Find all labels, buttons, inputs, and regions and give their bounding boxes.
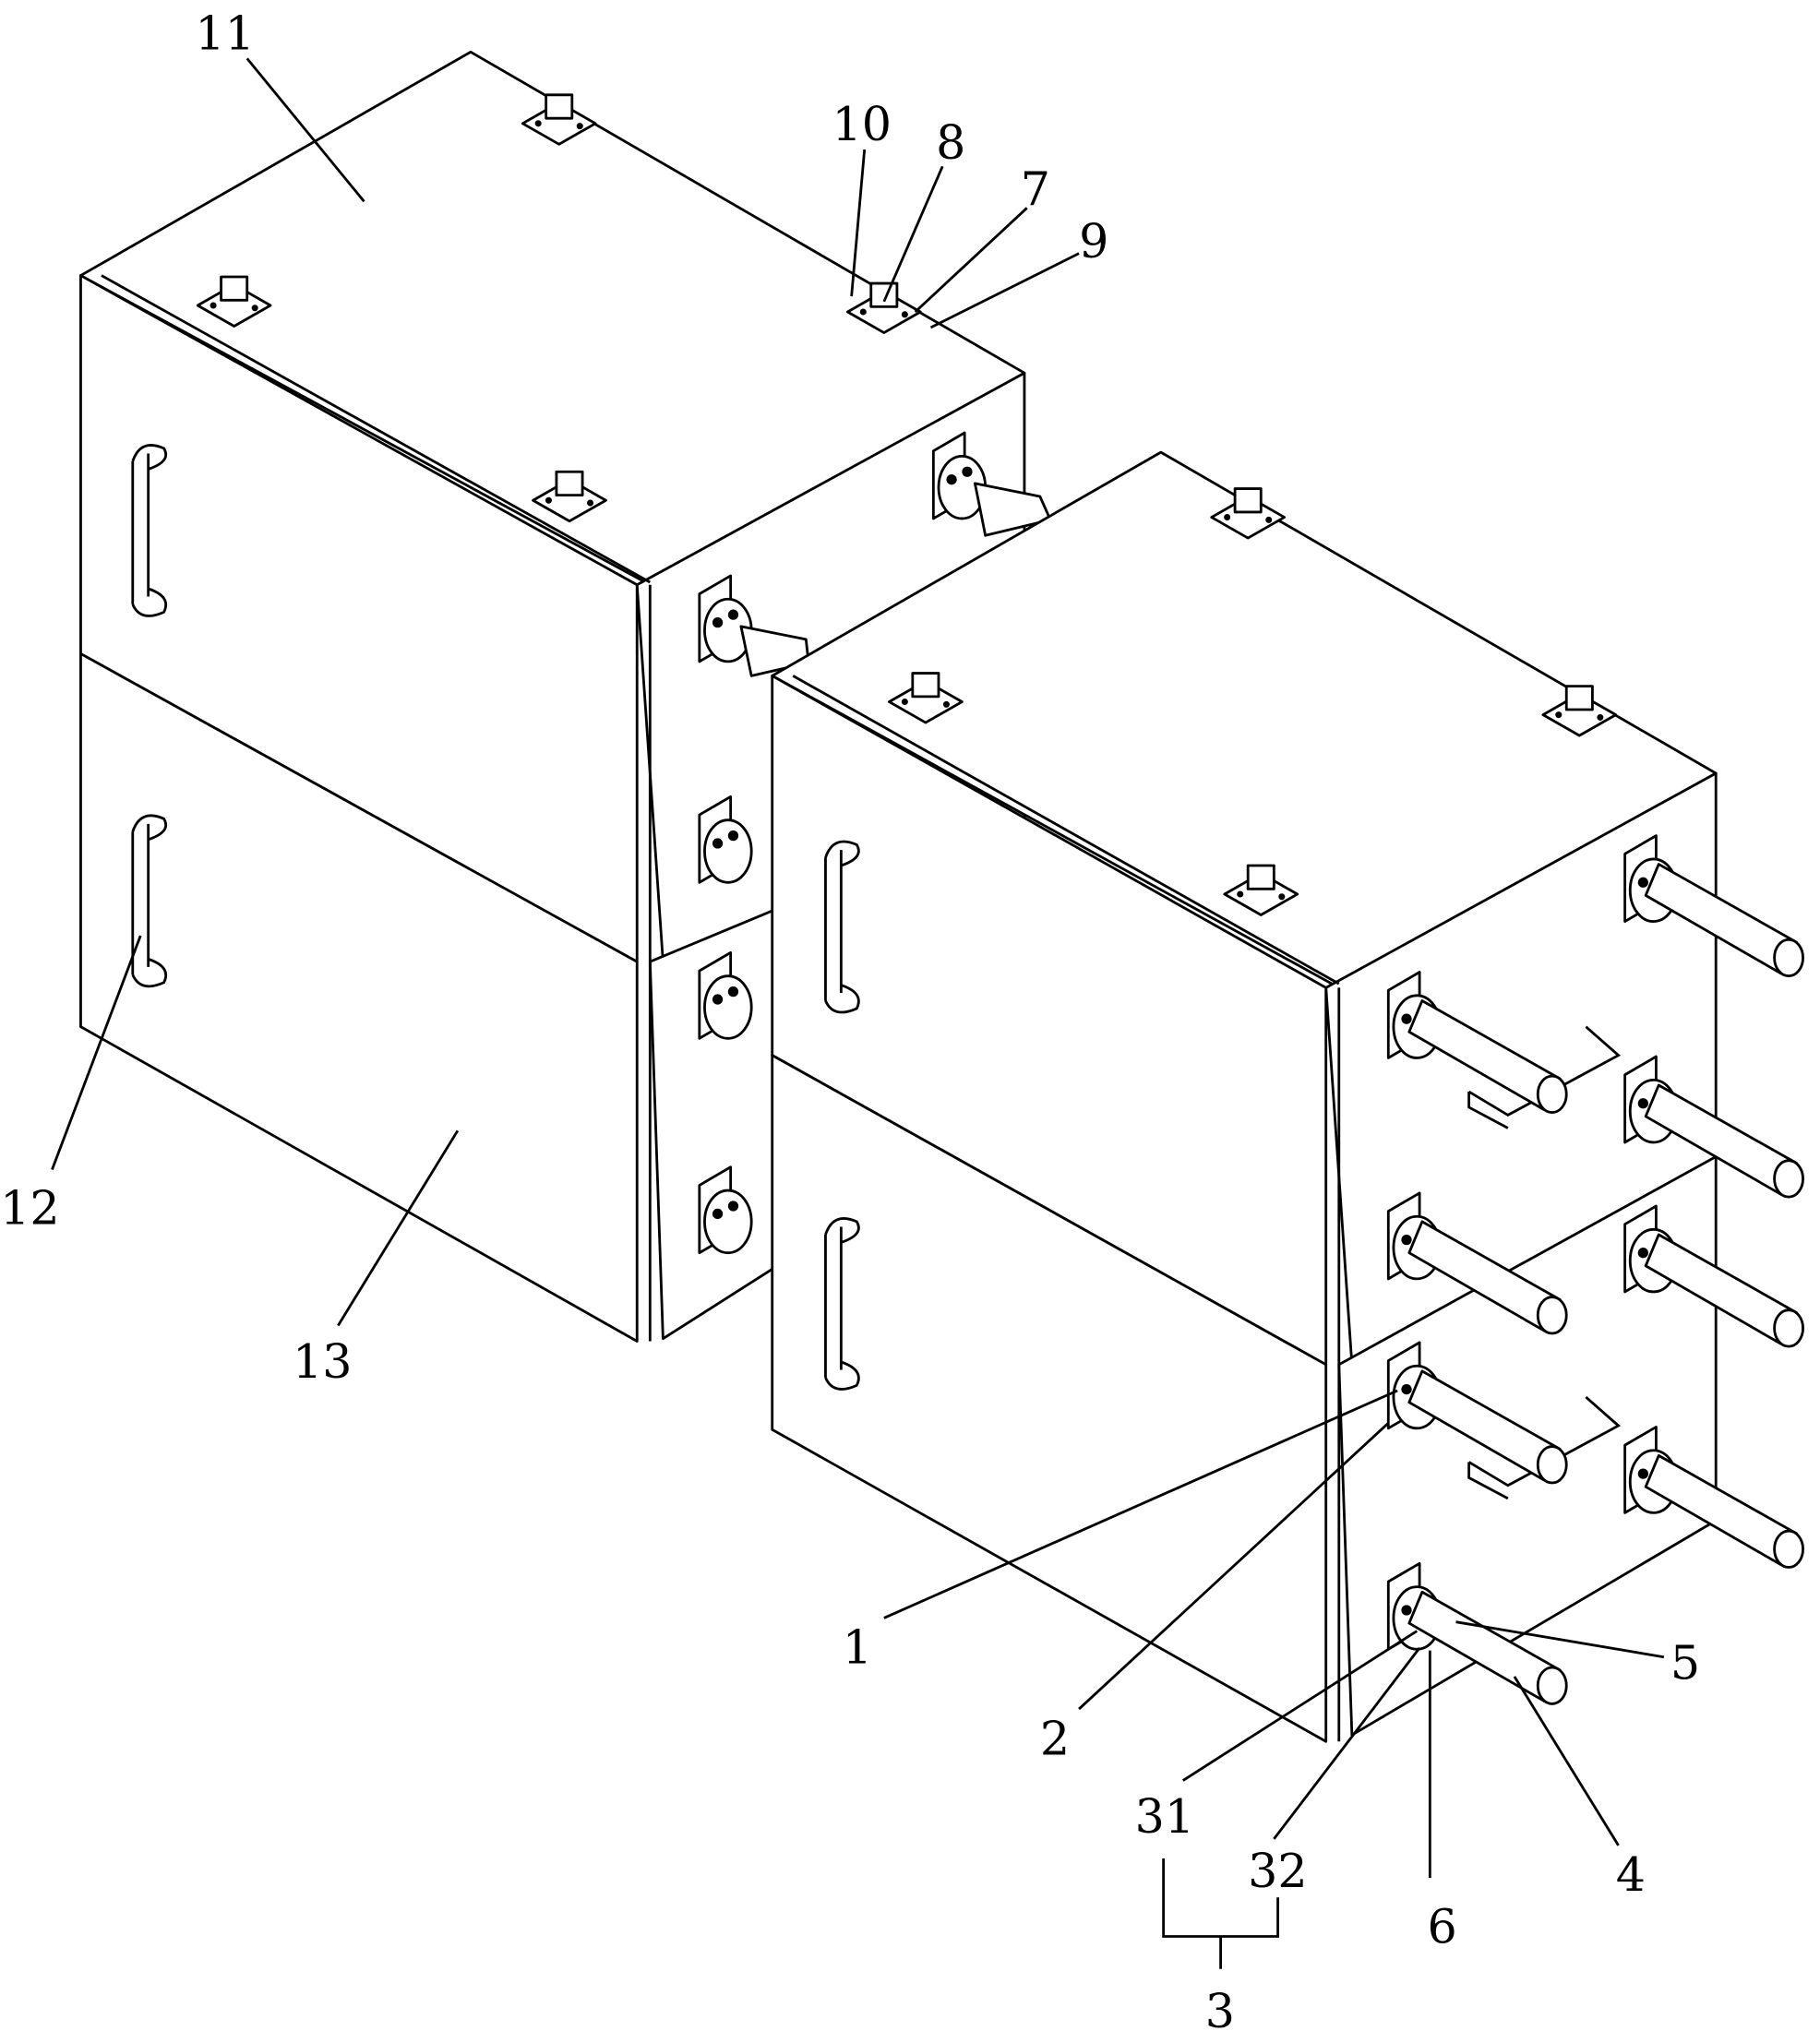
label-11: 11 bbox=[195, 6, 254, 61]
label-3: 3 bbox=[1205, 1984, 1235, 2038]
label-32: 32 bbox=[1248, 1844, 1308, 1898]
label-9: 9 bbox=[1079, 214, 1108, 269]
label-4: 4 bbox=[1616, 1847, 1646, 1902]
label-1: 1 bbox=[843, 1620, 872, 1675]
label-13: 13 bbox=[293, 1334, 353, 1389]
label-7: 7 bbox=[1021, 162, 1050, 217]
label-8: 8 bbox=[936, 115, 965, 170]
label-12: 12 bbox=[0, 1181, 60, 1236]
label-2: 2 bbox=[1040, 1711, 1070, 1765]
label-31: 31 bbox=[1135, 1789, 1195, 1844]
label-6: 6 bbox=[1428, 1900, 1457, 1954]
label-5: 5 bbox=[1670, 1636, 1700, 1691]
label-10: 10 bbox=[832, 97, 892, 151]
